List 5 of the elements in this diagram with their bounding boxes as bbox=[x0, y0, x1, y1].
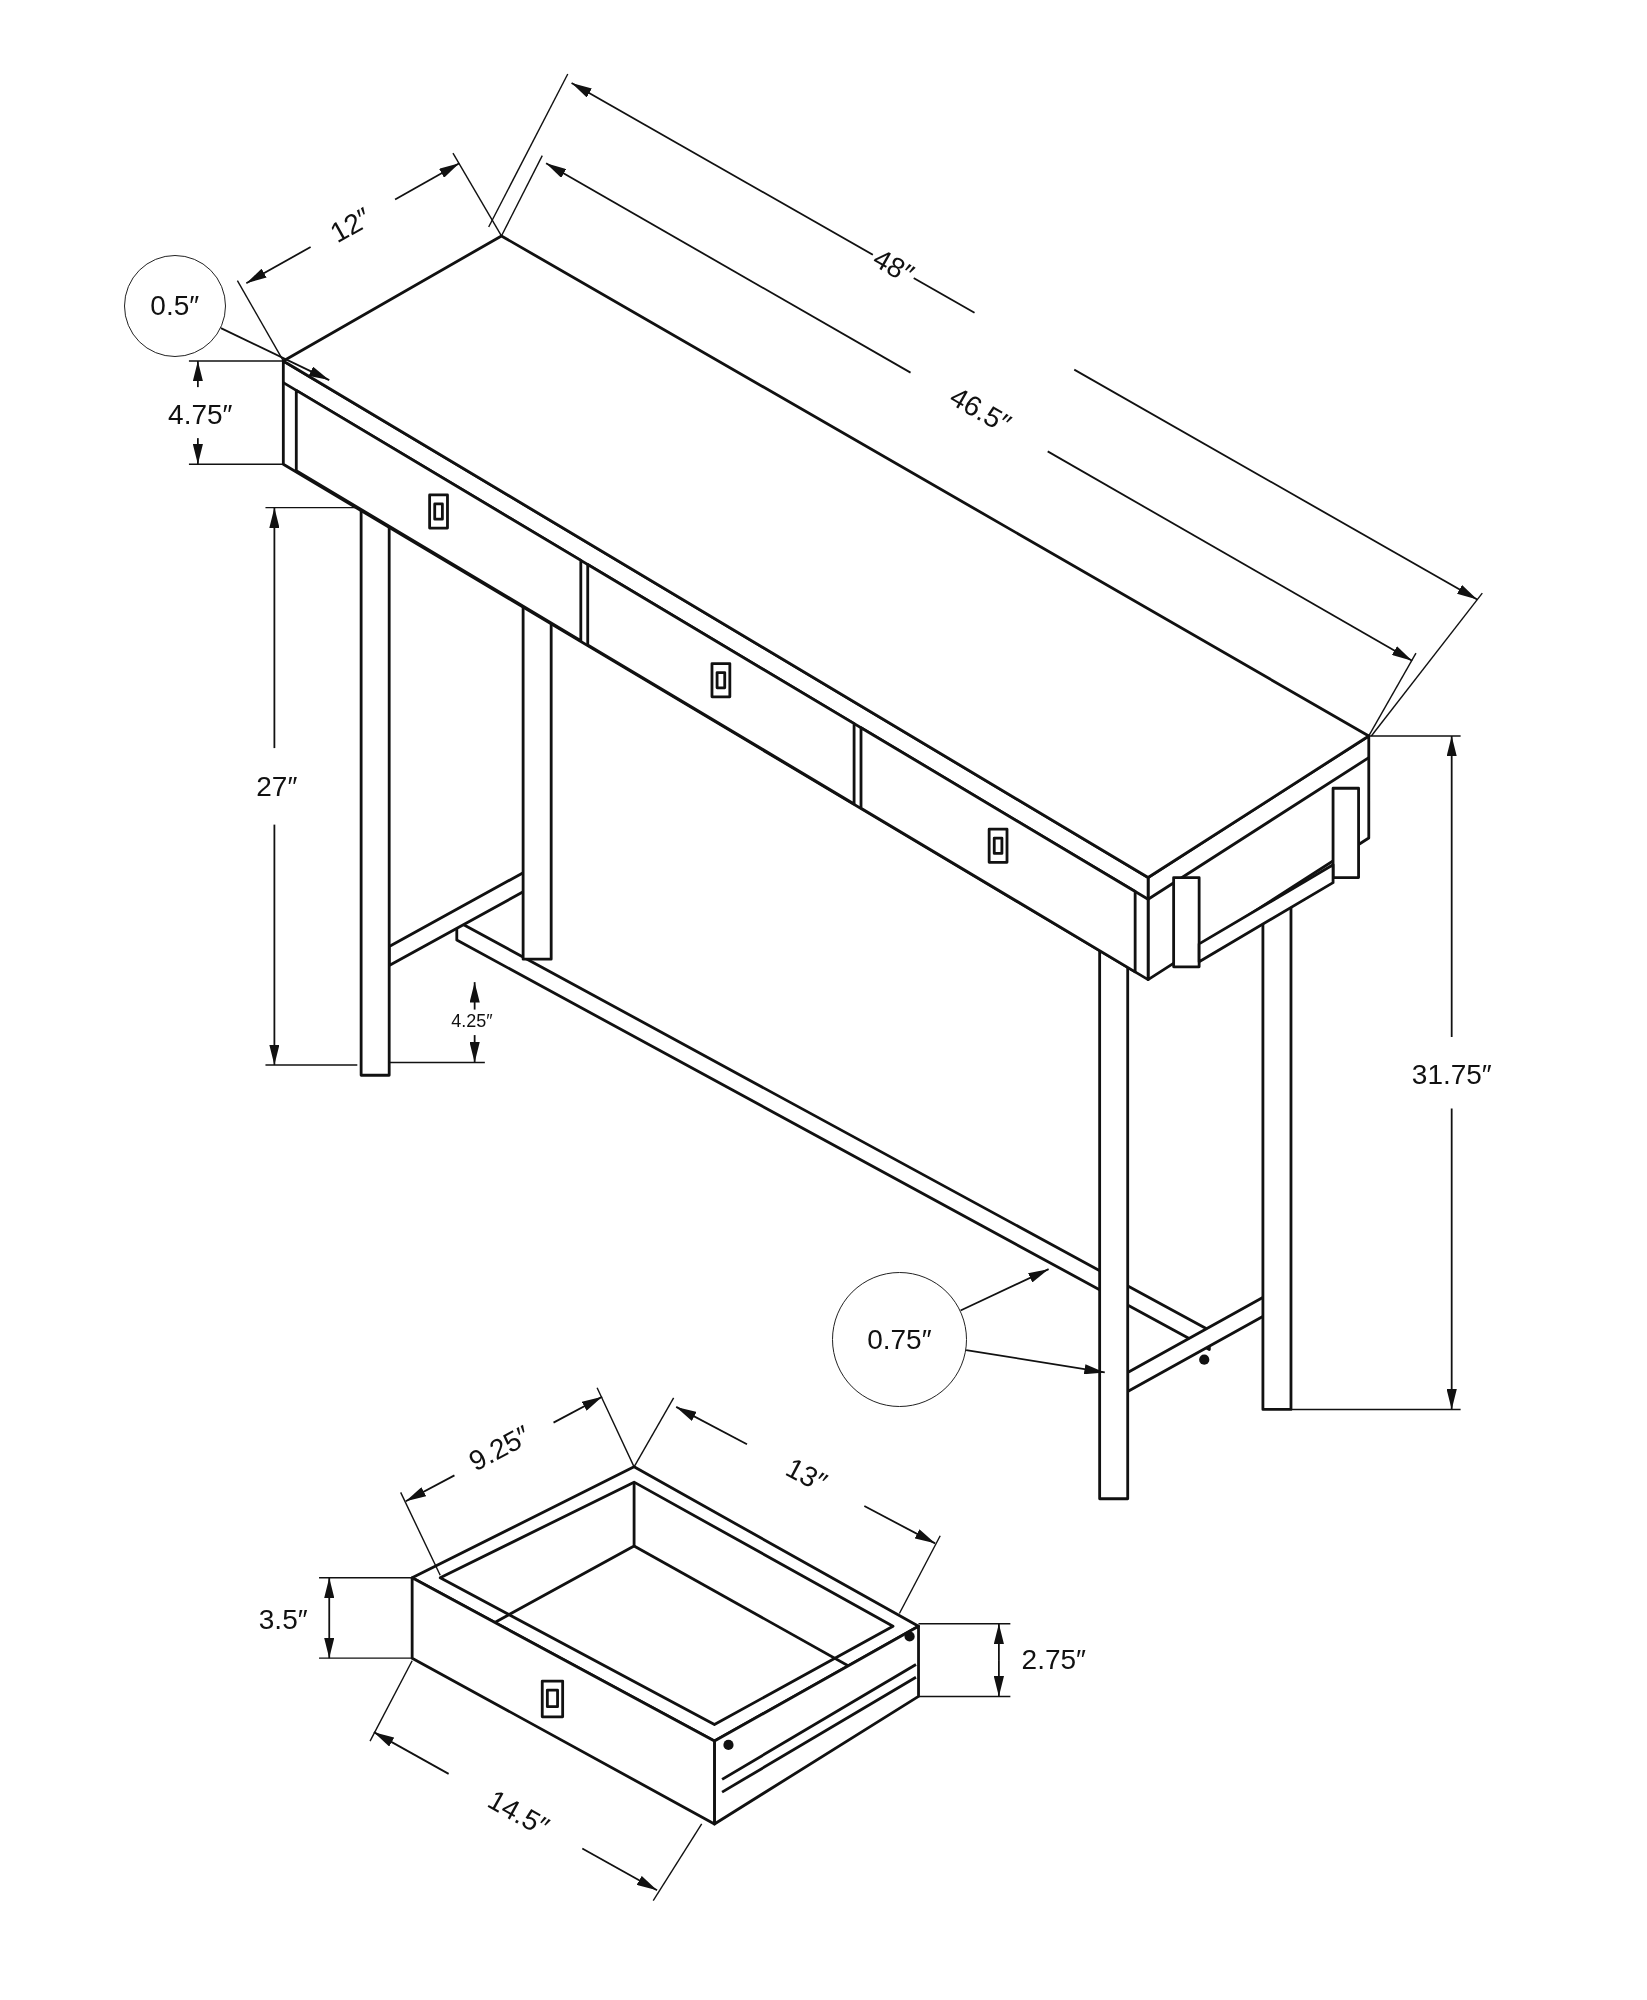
leader-line bbox=[220, 327, 331, 381]
callout-label: 0.75″ bbox=[867, 1323, 932, 1356]
callout-label: 0.5″ bbox=[150, 290, 200, 323]
leader-line bbox=[959, 1268, 1050, 1312]
leader-line bbox=[965, 1349, 1106, 1375]
